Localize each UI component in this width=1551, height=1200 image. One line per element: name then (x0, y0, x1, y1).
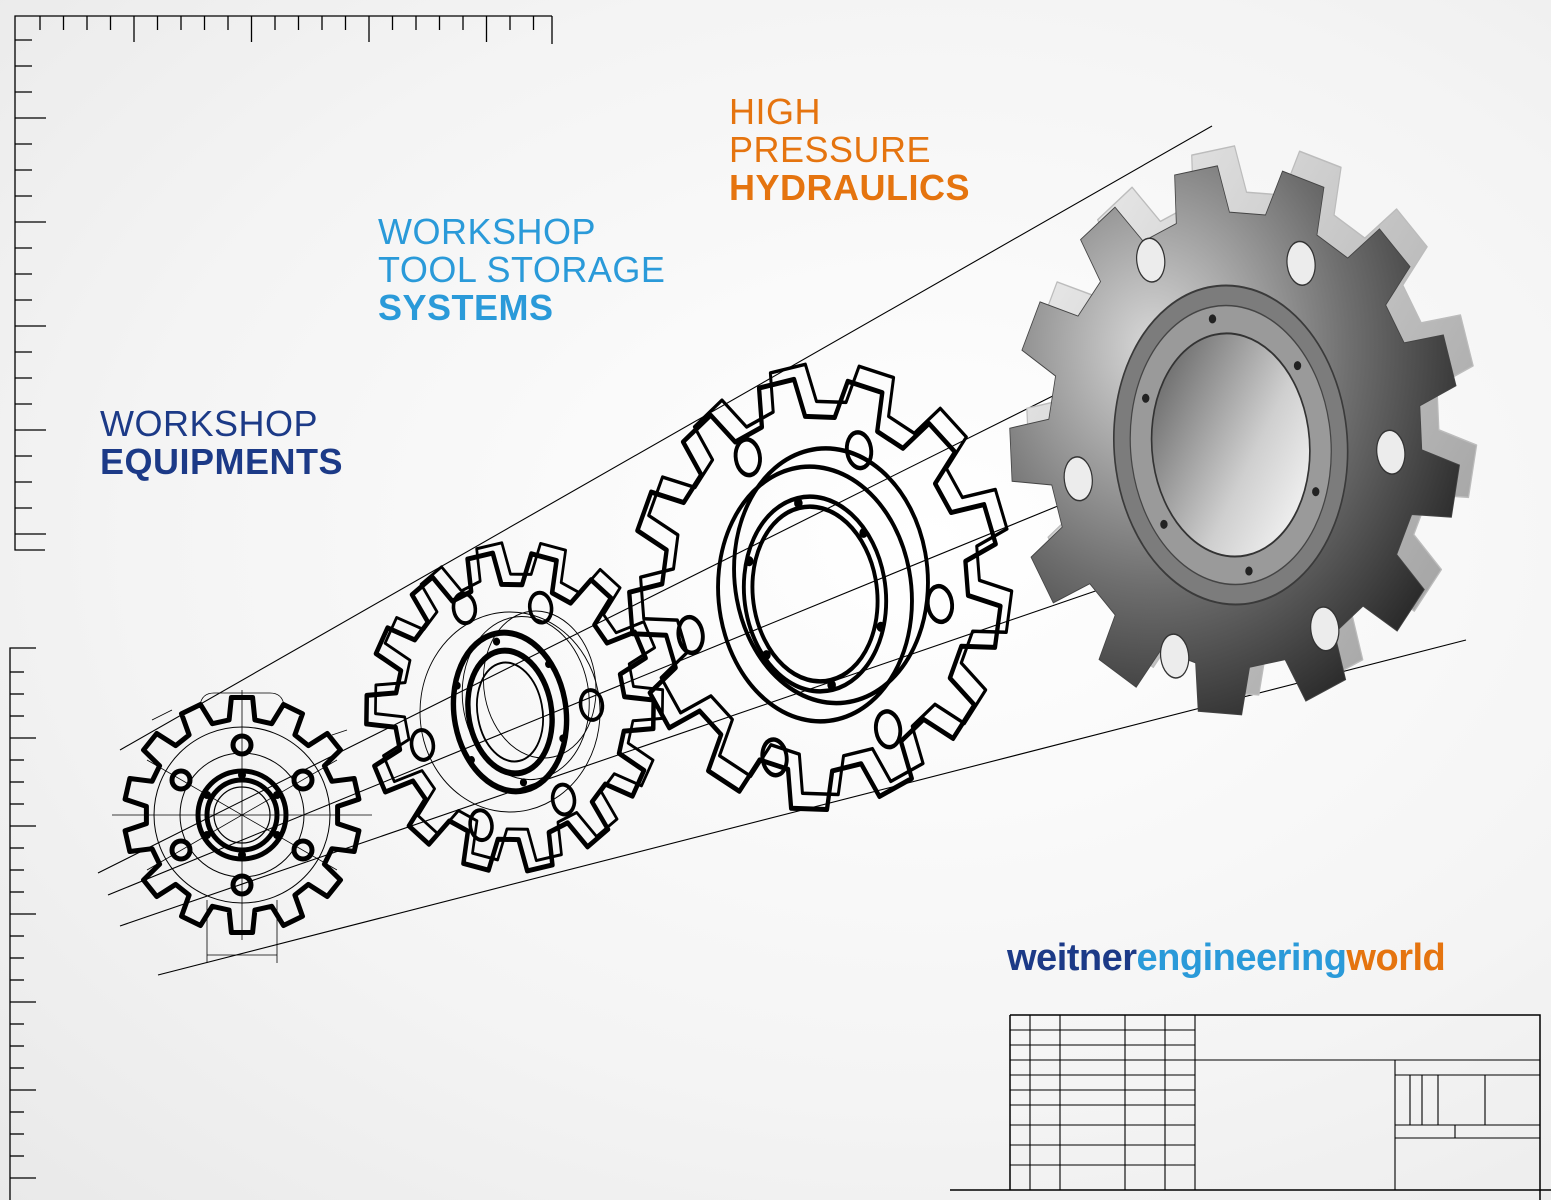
brand-part-engineering: engineering (1136, 937, 1347, 979)
heading-line-3: SYSTEMS (378, 287, 554, 329)
heading-high-pressure-hydraulics: HIGH PRESSURE HYDRAULICS (729, 91, 971, 209)
brand-part-weitner: weitner (1007, 937, 1137, 979)
sprocket-technical-drawing (112, 690, 372, 963)
sprocket-outline (627, 362, 1014, 813)
ruler-bottom-left (9, 647, 36, 1200)
sprocket-rendered-metal (1009, 145, 1478, 716)
heading-line-3: HYDRAULICS (729, 167, 971, 209)
title-block (950, 1014, 1551, 1200)
heading-line-1: HIGH (729, 91, 821, 132)
heading-tool-storage-systems: WORKSHOP TOOL STORAGE SYSTEMS (378, 211, 666, 329)
heading-line-1: WORKSHOP (100, 403, 319, 444)
heading-line-1: WORKSHOP (378, 211, 597, 252)
heading-workshop-equipments: WORKSHOP EQUIPMENTS (100, 403, 344, 483)
brand-part-world: world (1346, 937, 1446, 979)
brand-logo: weitnerengineeringworld (1007, 937, 1446, 980)
heading-line-2: TOOL STORAGE (378, 249, 666, 291)
ruler-top-left (14, 15, 553, 551)
heading-line-2: PRESSURE (729, 129, 932, 171)
sprocket-wireframe (364, 541, 665, 874)
heading-line-2: EQUIPMENTS (100, 441, 344, 483)
